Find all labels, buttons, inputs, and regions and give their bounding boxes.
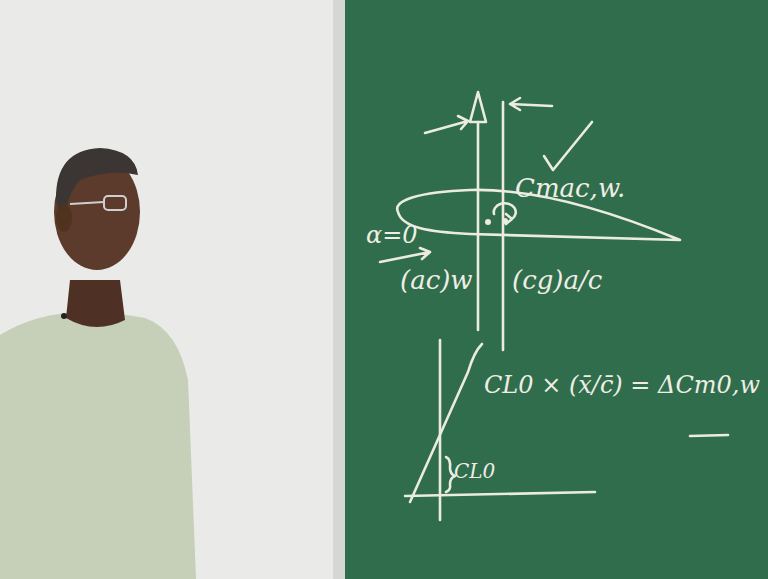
chalk-label: CL0 × (x̄/c̄) = ΔCm0,w (484, 372, 760, 400)
cg-point (502, 218, 508, 224)
ac-point (485, 219, 491, 225)
freestream-arrow (380, 248, 430, 262)
microphone (61, 313, 67, 319)
shirt (0, 312, 196, 579)
bracket (446, 457, 455, 492)
chalk-label: α=0 (366, 222, 418, 250)
chalkboard (345, 0, 768, 579)
points (485, 218, 508, 225)
glasses-arm (70, 202, 104, 204)
chalk-drawing (380, 92, 728, 520)
pointer-tick (544, 122, 592, 170)
arrow (425, 116, 468, 133)
chalk-label: (cg)a/c (512, 266, 602, 296)
chalk-label: (ac)w (400, 266, 473, 296)
glasses (104, 196, 126, 210)
underline (690, 435, 728, 436)
ear (56, 204, 72, 232)
wall-shade (0, 0, 335, 579)
moment-arrow (494, 203, 516, 224)
wall (0, 0, 335, 579)
lift-line (477, 122, 480, 330)
chalk-label: Cmac,w. (515, 174, 625, 204)
board-frame (333, 0, 345, 579)
axis (405, 492, 595, 496)
lecturer (0, 148, 196, 579)
lift-arrowhead (470, 92, 486, 122)
neck (66, 280, 125, 327)
cg-line (502, 102, 505, 350)
chalk-label: CL0 (454, 460, 495, 483)
arrow (510, 98, 552, 110)
